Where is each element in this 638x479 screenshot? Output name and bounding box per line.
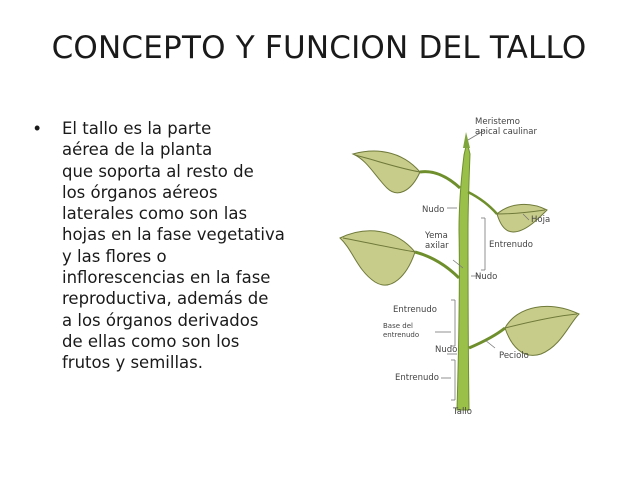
label-stem: Tallo bbox=[452, 407, 472, 417]
label-bud-2: axilar bbox=[425, 241, 449, 251]
bullet-line: frutos y semillas. bbox=[62, 353, 203, 373]
label-meristem-1: Meristemo bbox=[475, 117, 520, 127]
bullet-line: que soporta al resto de bbox=[62, 161, 254, 181]
stem-diagram: Meristemo apical caulinar Nudo Hoja Yema… bbox=[335, 110, 590, 425]
bullet-line: aérea de la planta bbox=[62, 140, 213, 160]
label-meristem-2: apical caulinar bbox=[475, 127, 537, 137]
bullet-line: laterales como son las bbox=[62, 204, 248, 224]
label-node-middle: Nudo bbox=[475, 272, 497, 282]
petiole-middle-left bbox=[414, 250, 461, 280]
label-node-top: Nudo bbox=[422, 205, 444, 215]
bullet-line: y las flores o bbox=[62, 246, 167, 266]
leaf-vein bbox=[496, 209, 546, 215]
leaf-vein bbox=[354, 154, 421, 173]
label-internode-left: Entrenudo bbox=[393, 305, 437, 315]
bullet-line: inflorescencias en la fase bbox=[62, 268, 271, 288]
label-node-lower: Nudo bbox=[435, 345, 457, 355]
apical-meristem bbox=[463, 132, 470, 148]
petiole-top-left bbox=[419, 170, 462, 190]
petiole-lower-right bbox=[468, 326, 506, 350]
bullet-line: los órganos aéreos bbox=[62, 182, 218, 202]
bullet-line: reproductiva, además de bbox=[62, 289, 269, 309]
leaf-middle-left bbox=[339, 230, 416, 286]
label-internode-lower: Entrenudo bbox=[395, 373, 439, 383]
label-bud-1: Yema bbox=[424, 231, 448, 241]
bullet-list: • El tallo es la parte aérea de la plant… bbox=[34, 118, 314, 374]
label-base-2: entrenudo bbox=[383, 331, 419, 339]
leaf-top-left bbox=[351, 150, 421, 194]
bullet-line: a los órganos derivados bbox=[62, 310, 259, 330]
bullet-line: El tallo es la parte bbox=[62, 119, 212, 138]
bullet-dot: • bbox=[34, 118, 41, 138]
label-base-1: Base del bbox=[383, 322, 413, 330]
leader-lines bbox=[435, 129, 530, 401]
bullet-text: El tallo es la parte aérea de la planta … bbox=[62, 118, 314, 374]
petiole-top-right bbox=[467, 190, 498, 215]
bullet-line: de ellas como son los bbox=[62, 331, 240, 351]
bullet-line: hojas en la fase vegetativa bbox=[62, 225, 285, 245]
label-petiole: Peciolo bbox=[499, 351, 529, 361]
slide-title: CONCEPTO Y FUNCION DEL TALLO bbox=[51, 30, 587, 66]
stem-diagram-svg: Meristemo apical caulinar Nudo Hoja Yema… bbox=[339, 117, 580, 417]
label-internode-right: Entrenudo bbox=[489, 240, 533, 250]
label-leaf: Hoja bbox=[531, 215, 550, 225]
leaf-lower-right bbox=[504, 306, 580, 356]
leaf-vein bbox=[504, 313, 578, 329]
leaf-vein bbox=[342, 237, 416, 253]
